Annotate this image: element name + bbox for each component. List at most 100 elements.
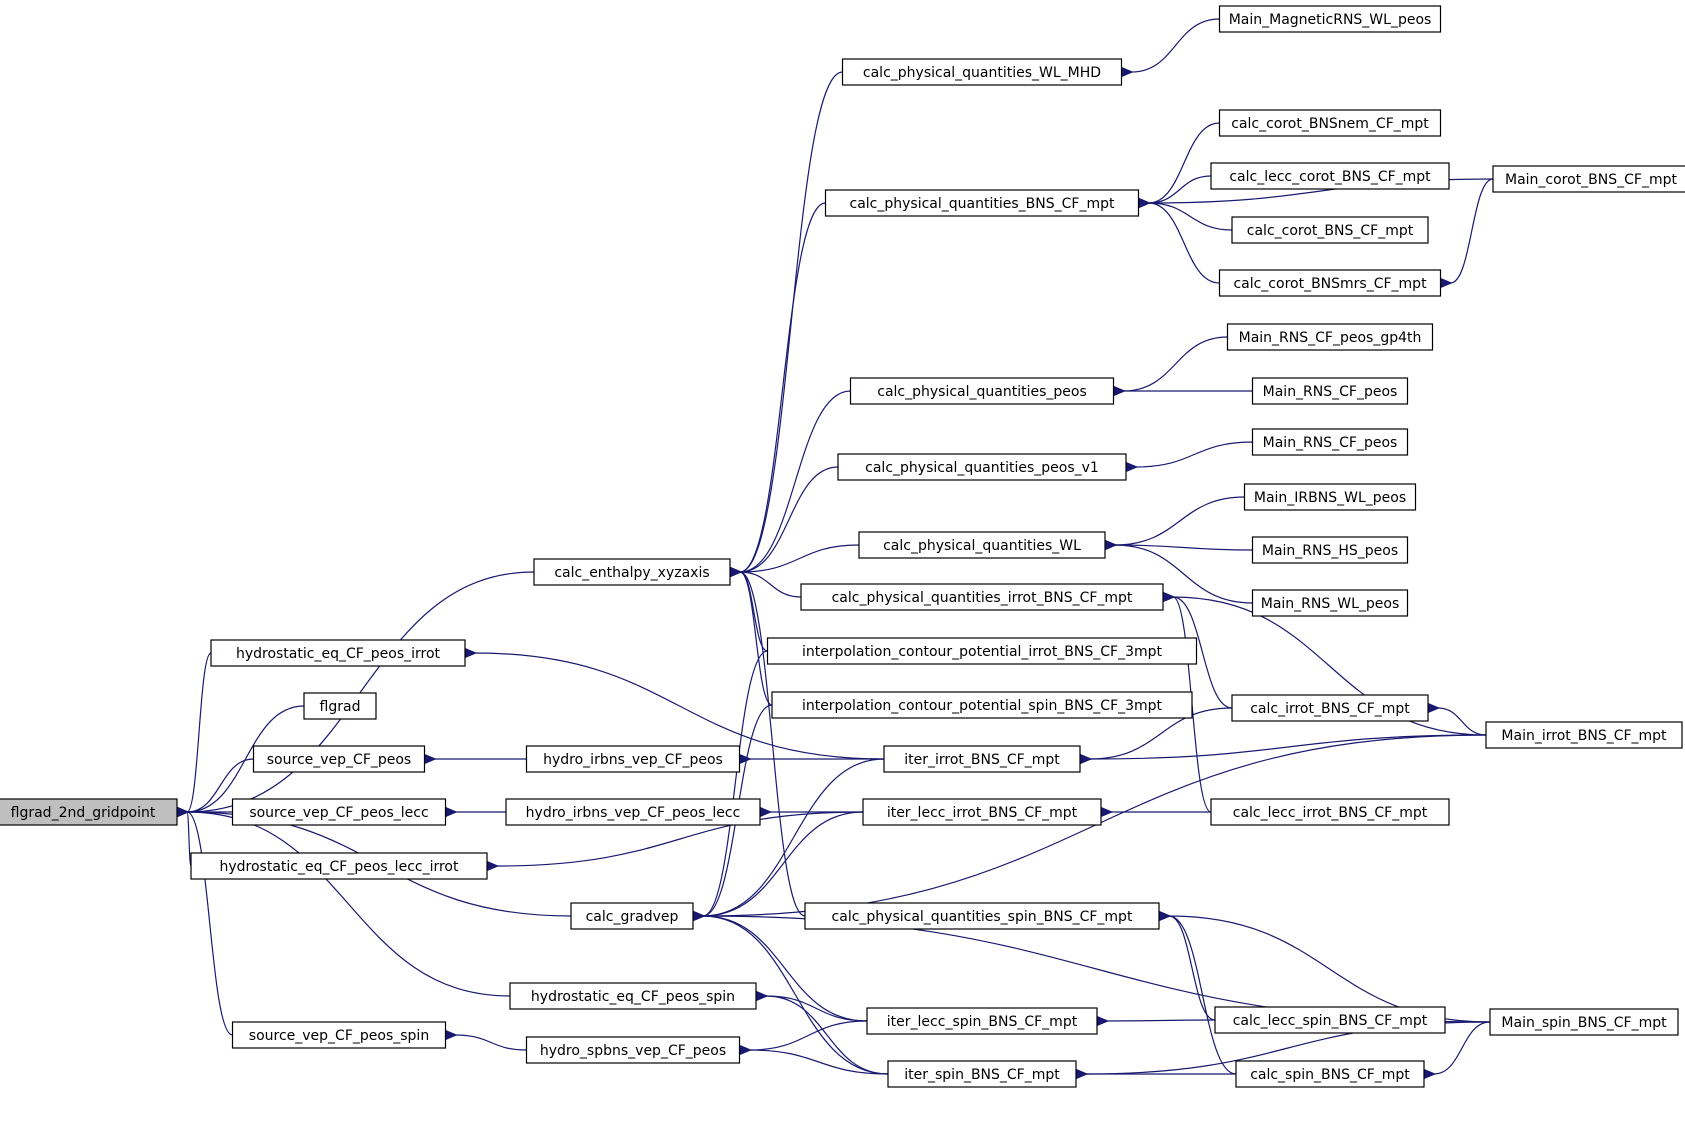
- node-source-vep-cf-peos-spin[interactable]: source_vep_CF_peos_spin: [231, 1021, 447, 1049]
- edge-hydrostatic-eq-cf-peos-spin-to-iter-lecc-spin-bns-cf-mpt: [766, 996, 868, 1022]
- node-interpolation-contour-potential-irrot-bns-cf-3mpt[interactable]: interpolation_contour_potential_irrot_BN…: [766, 637, 1198, 665]
- node-iter-lecc-irrot-bns-cf-mpt[interactable]: iter_lecc_irrot_BNS_CF_mpt: [862, 798, 1102, 826]
- node-box: [766, 637, 1198, 665]
- edge-calc-gradvep-to-iter-irrot-bns-cf-mpt: [703, 758, 885, 916]
- node-main-rns-wl-peos[interactable]: Main_RNS_WL_peos: [1251, 589, 1409, 617]
- edge-flgrad-2nd-gridpoint-to-source-vep-cf-peos: [187, 758, 254, 812]
- node-box: [1485, 721, 1683, 749]
- node-box: [1210, 798, 1450, 826]
- node-label: Main_RNS_CF_peos_gp4th: [1239, 330, 1422, 346]
- edge-calc-gradvep-to-interpolation-contour-potential-irrot-bns-cf-3mpt: [703, 650, 768, 916]
- node-label: Main_RNS_WL_peos: [1261, 596, 1400, 612]
- node-label: source_vep_CF_peos_lecc: [249, 805, 428, 821]
- node-calc-lecc-irrot-bns-cf-mpt[interactable]: calc_lecc_irrot_BNS_CF_mpt: [1210, 798, 1450, 826]
- edge-flgrad-2nd-gridpoint-to-source-vep-cf-peos-spin: [187, 812, 233, 1036]
- node-flgrad-2nd-gridpoint[interactable]: flgrad_2nd_gridpoint: [0, 798, 178, 826]
- node-calc-physical-quantities-bns-cf-mpt[interactable]: calc_physical_quantities_BNS_CF_mpt: [824, 189, 1140, 217]
- node-main-spin-bns-cf-mpt[interactable]: Main_spin_BNS_CF_mpt: [1489, 1008, 1679, 1036]
- edge-flgrad-2nd-gridpoint-to-calc-enthalpy-xyzaxis: [187, 571, 535, 812]
- edge-iter-irrot-bns-cf-mpt-to-main-irrot-bns-cf-mpt: [1090, 734, 1487, 759]
- node-calc-physical-quantities-peos[interactable]: calc_physical_quantities_peos: [849, 377, 1115, 405]
- node-main-rns-hs-peos[interactable]: Main_RNS_HS_peos: [1251, 536, 1409, 564]
- node-calc-corot-bnsnem-cf-mpt[interactable]: calc_corot_BNSnem_CF_mpt: [1218, 109, 1442, 137]
- edge-calc-enthalpy-xyzaxis-to-interpolation-contour-potential-spin-bns-cf-3mpt: [740, 572, 773, 706]
- node-label: calc_corot_BNS_CF_mpt: [1247, 223, 1414, 239]
- node-calc-corot-bnsmrs-cf-mpt[interactable]: calc_corot_BNSmrs_CF_mpt: [1218, 269, 1442, 297]
- node-flgrad[interactable]: flgrad: [303, 692, 377, 720]
- node-main-rns-cf-peos-a[interactable]: Main_RNS_CF_peos: [1251, 377, 1409, 405]
- node-hydrostatic-eq-cf-peos-spin[interactable]: hydrostatic_eq_CF_peos_spin: [509, 982, 757, 1010]
- node-main-irbns-wl-peos[interactable]: Main_IRBNS_WL_peos: [1243, 483, 1417, 511]
- node-source-vep-cf-peos[interactable]: source_vep_CF_peos: [252, 745, 426, 773]
- node-calc-irrot-bns-cf-mpt[interactable]: calc_irrot_BNS_CF_mpt: [1231, 694, 1429, 722]
- edge-hydrostatic-eq-cf-peos-lecc-irrot-to-iter-lecc-irrot-bns-cf-mpt: [497, 811, 864, 866]
- node-label: iter_irrot_BNS_CF_mpt: [904, 752, 1060, 768]
- node-label: calc_physical_quantities_peos_v1: [865, 460, 1099, 476]
- node-hydro-irbns-vep-cf-peos-lecc[interactable]: hydro_irbns_vep_CF_peos_lecc: [505, 798, 761, 826]
- edge-flgrad-2nd-gridpoint-to-hydrostatic-eq-cf-peos-irrot: [187, 652, 212, 812]
- node-label: calc_spin_BNS_CF_mpt: [1250, 1067, 1410, 1083]
- node-box: [509, 982, 757, 1010]
- node-calc-gradvep[interactable]: calc_gradvep: [570, 902, 694, 930]
- node-label: calc_physical_quantities_peos: [877, 384, 1087, 400]
- node-label: Main_spin_BNS_CF_mpt: [1501, 1015, 1667, 1031]
- edge-flgrad-2nd-gridpoint-to-flgrad: [187, 705, 305, 812]
- edge-calc-physical-quantities-bns-cf-mpt-to-calc-corot-bnsmrs-cf-mpt: [1149, 203, 1220, 284]
- node-box: [1489, 1008, 1679, 1036]
- edge-calc-enthalpy-xyzaxis-to-calc-physical-quantities-bns-cf-mpt: [740, 202, 826, 572]
- node-main-irrot-bns-cf-mpt[interactable]: Main_irrot_BNS_CF_mpt: [1485, 721, 1683, 749]
- node-box: [1218, 269, 1442, 297]
- edge-calc-physical-quantities-wl-to-main-rns-hs-peos: [1115, 545, 1253, 551]
- edge-calc-physical-quantities-bns-cf-mpt-to-calc-lecc-corot-bns-cf-mpt: [1149, 175, 1212, 203]
- node-calc-corot-bns-cf-mpt[interactable]: calc_corot_BNS_CF_mpt: [1231, 216, 1429, 244]
- node-box: [804, 902, 1160, 930]
- node-calc-enthalpy-xyzaxis[interactable]: calc_enthalpy_xyzaxis: [533, 558, 731, 586]
- node-calc-physical-quantities-peos-v1[interactable]: calc_physical_quantities_peos_v1: [837, 453, 1127, 481]
- node-box: [824, 189, 1140, 217]
- node-box: [1218, 5, 1442, 33]
- node-label: Main_RNS_CF_peos: [1263, 384, 1398, 400]
- node-calc-physical-quantities-irrot-bns-cf-mpt[interactable]: calc_physical_quantities_irrot_BNS_CF_mp…: [800, 583, 1164, 611]
- node-main-corot-bns-cf-mpt[interactable]: Main_corot_BNS_CF_mpt: [1492, 165, 1685, 193]
- node-calc-physical-quantities-spin-bns-cf-mpt[interactable]: calc_physical_quantities_spin_BNS_CF_mpt: [804, 902, 1160, 930]
- edge-source-vep-cf-peos-spin-to-hydro-spbns-vep-cf-peos: [456, 1035, 527, 1051]
- edge-calc-physical-quantities-spin-bns-cf-mpt-to-calc-lecc-spin-bns-cf-mpt: [1169, 916, 1216, 1021]
- node-label: Main_MagneticRNS_WL_peos: [1229, 12, 1432, 28]
- node-label: Main_RNS_CF_peos: [1263, 435, 1398, 451]
- node-calc-physical-quantities-wl[interactable]: calc_physical_quantities_WL: [858, 531, 1106, 559]
- node-box: [1251, 377, 1409, 405]
- node-calc-lecc-corot-bns-cf-mpt[interactable]: calc_lecc_corot_BNS_CF_mpt: [1210, 162, 1450, 190]
- node-label: calc_lecc_corot_BNS_CF_mpt: [1229, 169, 1431, 185]
- node-calc-lecc-spin-bns-cf-mpt[interactable]: calc_lecc_spin_BNS_CF_mpt: [1214, 1006, 1446, 1034]
- node-hydro-spbns-vep-cf-peos[interactable]: hydro_spbns_vep_CF_peos: [525, 1036, 741, 1064]
- node-label: calc_physical_quantities_WL_MHD: [863, 65, 1101, 81]
- nodes-layer: flgrad_2nd_gridpoint calc_enthalpy_xyzaxi…: [0, 5, 1685, 1088]
- node-box: [1251, 536, 1409, 564]
- node-hydrostatic-eq-cf-peos-lecc-irrot[interactable]: hydrostatic_eq_CF_peos_lecc_irrot: [190, 852, 488, 880]
- edge-iter-irrot-bns-cf-mpt-to-calc-irrot-bns-cf-mpt: [1090, 707, 1233, 759]
- node-box: [800, 583, 1164, 611]
- node-label: calc_lecc_spin_BNS_CF_mpt: [1233, 1013, 1428, 1029]
- node-source-vep-cf-peos-lecc[interactable]: source_vep_CF_peos_lecc: [231, 798, 447, 826]
- node-hydro-irbns-vep-cf-peos[interactable]: hydro_irbns_vep_CF_peos: [525, 745, 741, 773]
- node-label: interpolation_contour_potential_spin_BNS…: [802, 698, 1163, 714]
- node-calc-spin-bns-cf-mpt[interactable]: calc_spin_BNS_CF_mpt: [1235, 1060, 1425, 1088]
- node-box: [1231, 216, 1429, 244]
- node-iter-lecc-spin-bns-cf-mpt[interactable]: iter_lecc_spin_BNS_CF_mpt: [866, 1007, 1098, 1035]
- node-calc-physical-quantities-wl-mhd[interactable]: calc_physical_quantities_WL_MHD: [841, 58, 1123, 86]
- node-interpolation-contour-potential-spin-bns-cf-3mpt[interactable]: interpolation_contour_potential_spin_BNS…: [771, 691, 1193, 719]
- node-label: Main_IRBNS_WL_peos: [1254, 490, 1406, 506]
- node-iter-irrot-bns-cf-mpt[interactable]: iter_irrot_BNS_CF_mpt: [883, 745, 1081, 773]
- node-iter-spin-bns-cf-mpt[interactable]: iter_spin_BNS_CF_mpt: [887, 1060, 1077, 1088]
- node-main-rns-cf-peos-gp4th[interactable]: Main_RNS_CF_peos_gp4th: [1226, 323, 1434, 351]
- node-hydrostatic-eq-cf-peos-irrot[interactable]: hydrostatic_eq_CF_peos_irrot: [210, 639, 466, 667]
- node-main-magneticrns-wl-peos[interactable]: Main_MagneticRNS_WL_peos: [1218, 5, 1442, 33]
- edge-calc-enthalpy-xyzaxis-to-calc-physical-quantities-irrot-bns-cf-mpt: [740, 572, 802, 598]
- node-box: [1214, 1006, 1446, 1034]
- node-box: [837, 453, 1127, 481]
- edge-hydro-spbns-vep-cf-peos-to-iter-lecc-spin-bns-cf-mpt: [750, 1020, 868, 1050]
- node-box: [252, 745, 426, 773]
- node-box: [841, 58, 1123, 86]
- node-main-rns-cf-peos-b[interactable]: Main_RNS_CF_peos: [1251, 428, 1409, 456]
